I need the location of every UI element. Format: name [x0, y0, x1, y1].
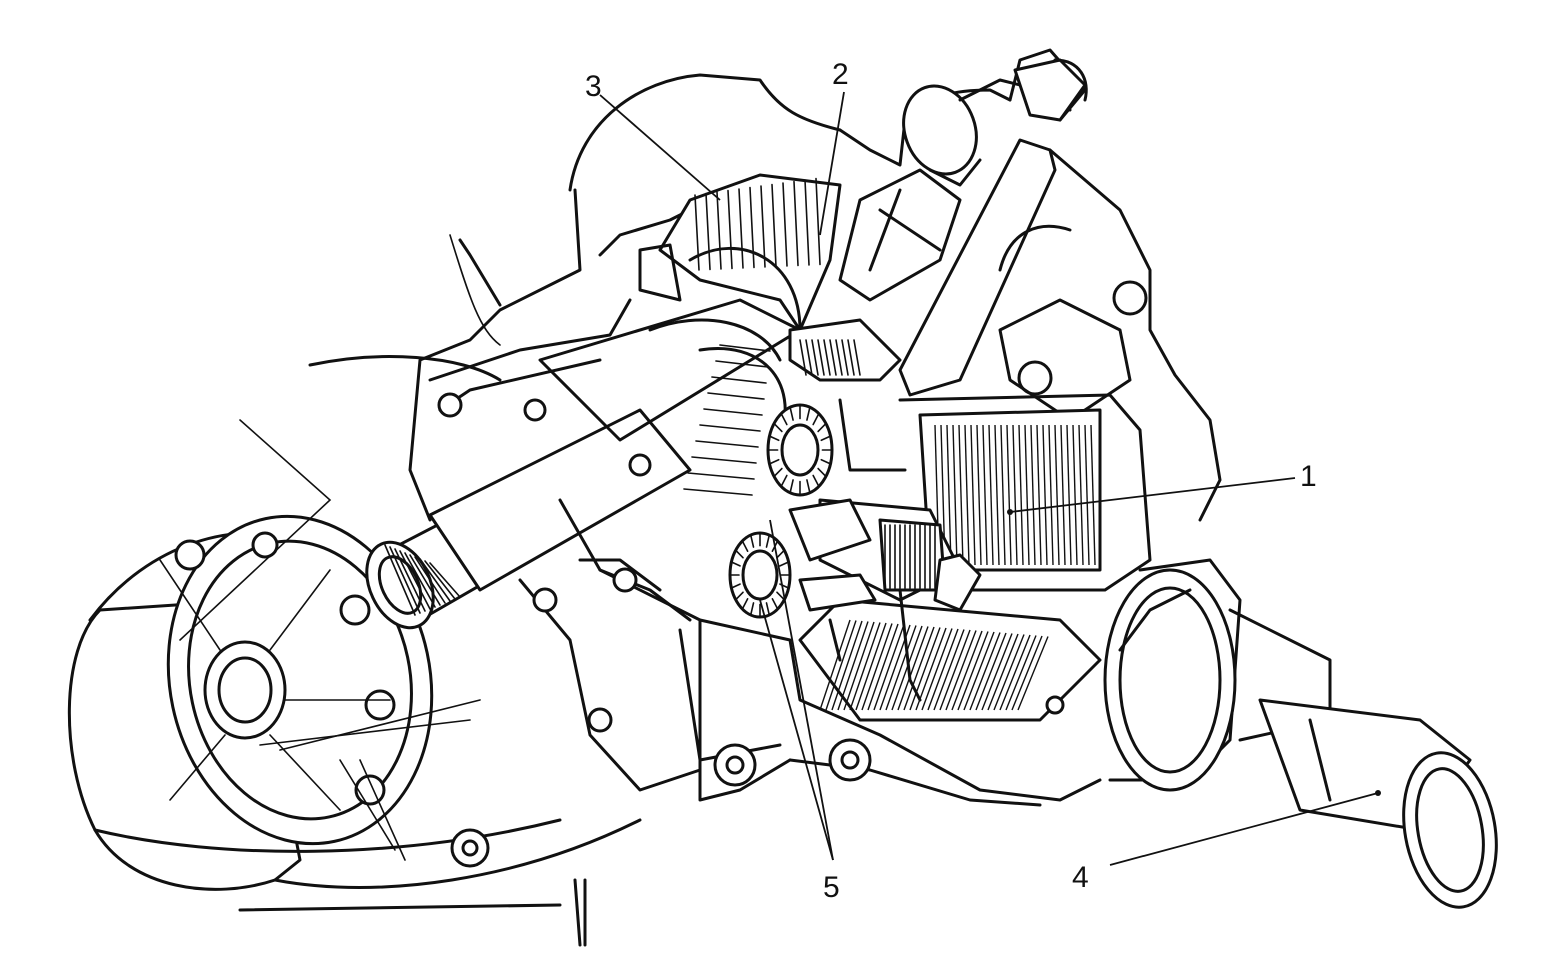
leader-lines [599, 91, 1379, 866]
planetary-gears [728, 398, 907, 619]
callout-5: 5 [823, 871, 840, 904]
leader-2 [819, 91, 845, 236]
housing [308, 73, 1102, 947]
leader-5a [759, 599, 834, 861]
leader-3 [599, 94, 721, 201]
lower-clutch [798, 588, 1102, 722]
callout-2: 2 [832, 58, 849, 91]
callout-4: 4 [1072, 861, 1089, 894]
clutch-pack [818, 393, 1152, 612]
callout-1: 1 [1300, 460, 1317, 493]
ring-gear [638, 173, 842, 496]
leader-1 [1009, 477, 1296, 513]
leader-5b [769, 519, 834, 861]
output-shaft [1045, 558, 1498, 909]
drive-flange [67, 419, 642, 912]
callouts: 1 2 3 4 5 [585, 58, 1317, 904]
shift-mechanism [788, 48, 1222, 522]
front-output-yoke [902, 58, 1088, 187]
callout-3: 3 [585, 70, 602, 103]
leader-4 [1109, 792, 1379, 866]
